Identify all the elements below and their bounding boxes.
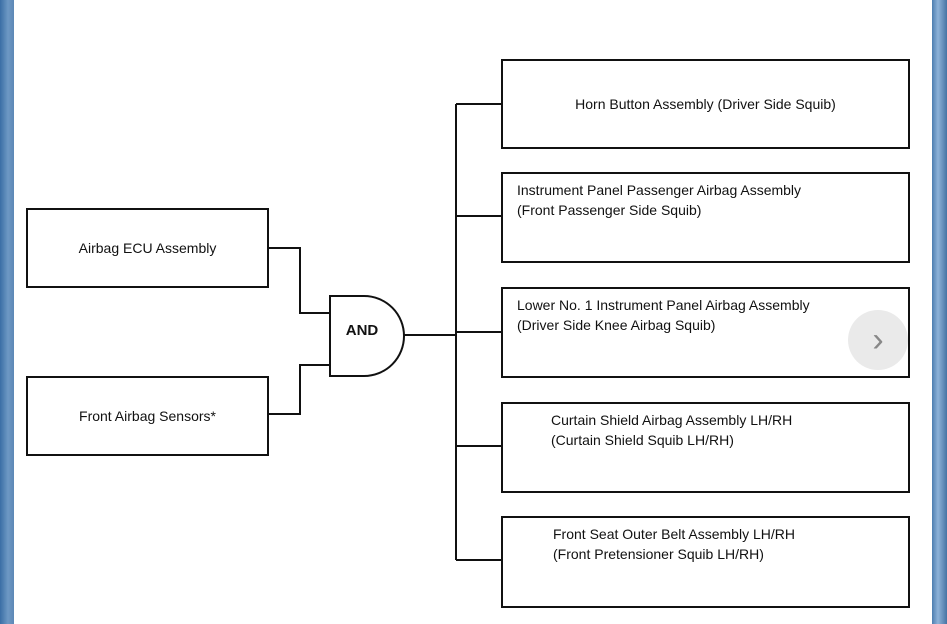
- window-border-right: [932, 0, 947, 624]
- passenger-airbag-assembly-line1: Instrument Panel Passenger Airbag Assemb…: [517, 182, 802, 198]
- passenger-airbag-assembly-box: Instrument Panel Passenger Airbag Assemb…: [501, 172, 910, 263]
- knee-airbag-assembly-line2: (Driver Side Knee Airbag Squib): [517, 317, 716, 333]
- chevron-right-icon: ›: [872, 321, 884, 359]
- seat-belt-assembly-line1: Front Seat Outer Belt Assembly LH/RH: [553, 526, 795, 542]
- curtain-shield-airbag-box: Curtain Shield Airbag Assembly LH/RH (Cu…: [501, 402, 910, 493]
- airbag-ecu-assembly-label: Airbag ECU Assembly: [78, 240, 217, 256]
- connector-sensors-to-gate: [268, 364, 330, 415]
- and-gate-label: AND: [345, 322, 379, 339]
- curtain-shield-airbag-line2: (Curtain Shield Squib LH/RH): [551, 432, 734, 448]
- next-page-button[interactable]: ›: [848, 310, 908, 370]
- front-airbag-sensors-label: Front Airbag Sensors*: [79, 408, 216, 424]
- and-gate-shape: [329, 295, 405, 377]
- curtain-shield-airbag-line1: Curtain Shield Airbag Assembly LH/RH: [551, 412, 793, 428]
- knee-airbag-assembly-box: Lower No. 1 Instrument Panel Airbag Asse…: [501, 287, 910, 378]
- seat-belt-assembly-box: Front Seat Outer Belt Assembly LH/RH (Fr…: [501, 516, 910, 608]
- connector-ecu-to-gate: [268, 247, 330, 314]
- seat-belt-assembly-line2: (Front Pretensioner Squib LH/RH): [553, 546, 764, 562]
- horn-button-assembly-box: Horn Button Assembly (Driver Side Squib): [501, 59, 910, 149]
- passenger-airbag-assembly-line2: (Front Passenger Side Squib): [517, 202, 702, 218]
- knee-airbag-assembly-line1: Lower No. 1 Instrument Panel Airbag Asse…: [517, 297, 810, 313]
- airbag-ecu-assembly-box: Airbag ECU Assembly: [26, 208, 269, 288]
- front-airbag-sensors-box: Front Airbag Sensors*: [26, 376, 269, 456]
- horn-button-assembly-label: Horn Button Assembly (Driver Side Squib): [575, 96, 836, 112]
